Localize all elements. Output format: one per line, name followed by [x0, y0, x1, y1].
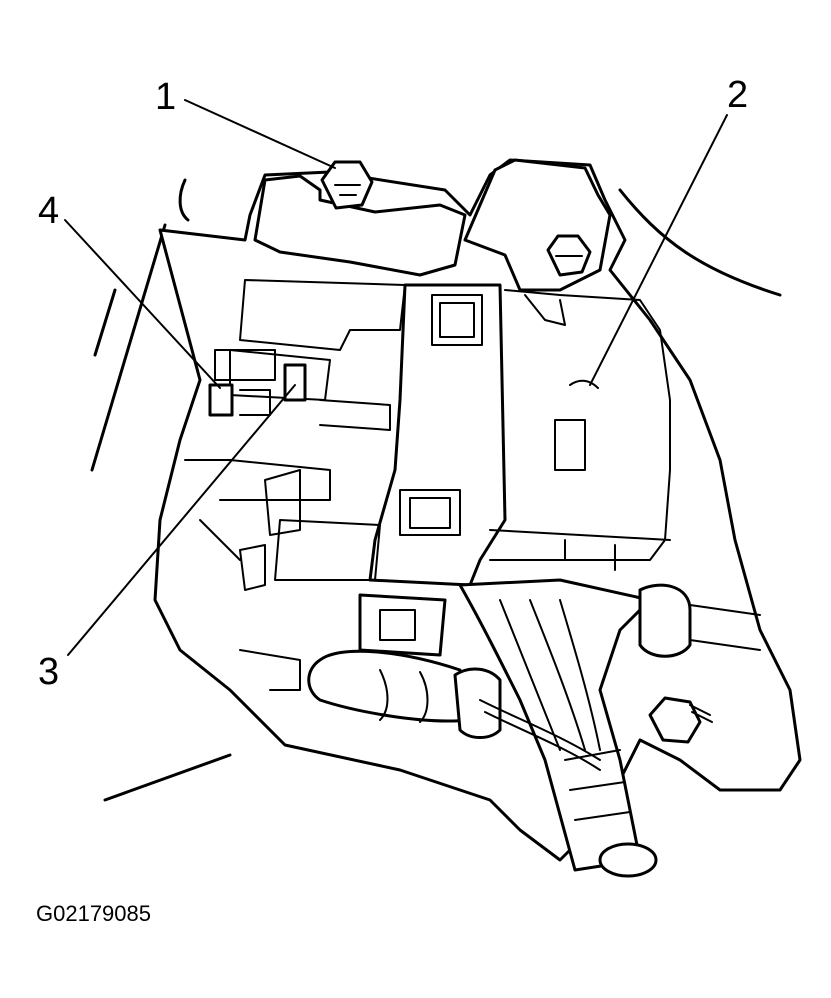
- panel-clip: [524, 294, 566, 326]
- leader-line-3: [67, 384, 296, 656]
- mounting-bracket-left: [253, 174, 467, 277]
- terminal-rail: [184, 459, 331, 501]
- leader-line-1: [184, 99, 336, 169]
- bg-outline-top-right: [618, 188, 782, 297]
- callout-1: 1: [155, 76, 177, 118]
- callout-2: 2: [727, 74, 749, 116]
- lower-block: [274, 519, 381, 581]
- nut-lower-right: [648, 696, 713, 744]
- leader-line-4: [64, 219, 221, 389]
- wire-bundle: [458, 578, 652, 872]
- leader-line-2: [589, 114, 728, 386]
- callout-3: 3: [38, 651, 60, 693]
- connector-latch-upper: [431, 294, 483, 346]
- wire-bundle-end: [598, 842, 658, 878]
- callout-4: 4: [38, 190, 60, 232]
- bolt-top: [320, 160, 374, 210]
- bg-outline-left-upper: [93, 288, 117, 357]
- bg-outline-left: [90, 223, 167, 472]
- figure-id: G02179085: [36, 901, 151, 926]
- central-connector: [368, 283, 507, 587]
- terminal-block-top: [239, 279, 406, 351]
- bg-outline-top-left: [178, 178, 190, 222]
- module-panel-right: [489, 289, 671, 561]
- harness-grommet: [453, 667, 502, 739]
- bolt-right: [546, 234, 592, 277]
- bg-outline-bottom-left: [103, 753, 232, 802]
- wire-wrap: [564, 749, 631, 821]
- terminal-4: [208, 383, 234, 417]
- harness-tube: [307, 649, 472, 723]
- grommet-right: [638, 583, 692, 658]
- panel-slot: [554, 419, 586, 471]
- lower-connector: [358, 593, 447, 657]
- connector-latch-lower: [399, 489, 461, 536]
